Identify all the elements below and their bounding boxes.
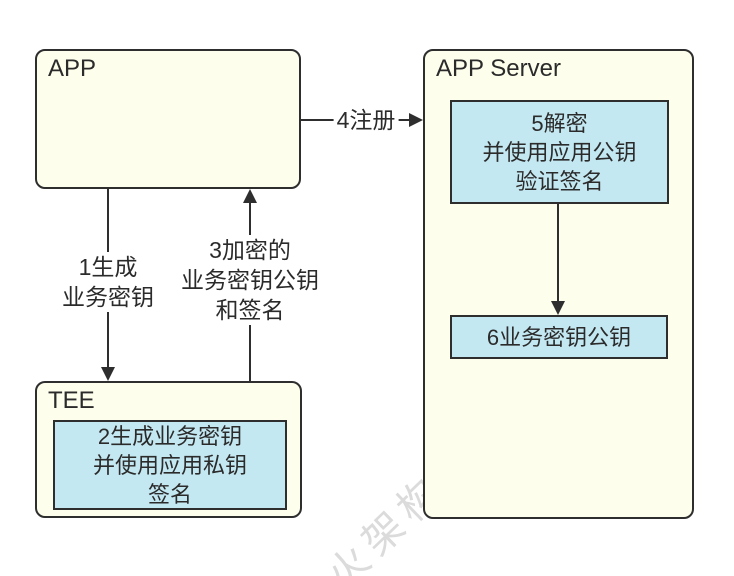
step5-box: 5解密 并使用应用公钥 验证签名 xyxy=(450,100,669,204)
step2-line: 2生成业务密钥 xyxy=(97,423,243,449)
edge5to6-line xyxy=(557,202,559,303)
step2-line: 签名 xyxy=(147,481,192,507)
edge3-label: 3加密的 业务密钥公钥 和签名 xyxy=(178,235,322,325)
edge5to6-arrowhead-down-icon xyxy=(551,301,565,315)
node-tee-title: TEE xyxy=(48,387,95,414)
step6-label: 6业务密钥公钥 xyxy=(486,324,632,350)
step2-box: 2生成业务密钥 并使用应用私钥 签名 xyxy=(53,420,287,510)
step2-line: 并使用应用私钥 xyxy=(92,452,247,478)
step5-line: 验证签名 xyxy=(515,168,604,194)
edge4-arrowhead-right-icon xyxy=(409,113,423,127)
node-app-server: APP Server 5解密 并使用应用公钥 验证签名 6业务密钥公钥 xyxy=(423,49,694,519)
edge1-arrowhead-down-icon xyxy=(101,367,115,381)
step5-line: 并使用应用公钥 xyxy=(482,139,637,165)
edge3-arrowhead-up-icon xyxy=(243,189,257,203)
edge1-label: 1生成 业务密钥 xyxy=(59,252,157,312)
step5-line: 5解密 xyxy=(531,110,588,136)
edge4-label: 4注册 xyxy=(333,105,399,135)
node-app-server-title: APP Server xyxy=(436,55,561,82)
node-tee: TEE 2生成业务密钥 并使用应用私钥 签名 xyxy=(35,381,302,518)
node-app-title: APP xyxy=(48,55,97,82)
step6-box: 6业务密钥公钥 xyxy=(450,315,668,359)
node-app: APP xyxy=(35,49,301,189)
